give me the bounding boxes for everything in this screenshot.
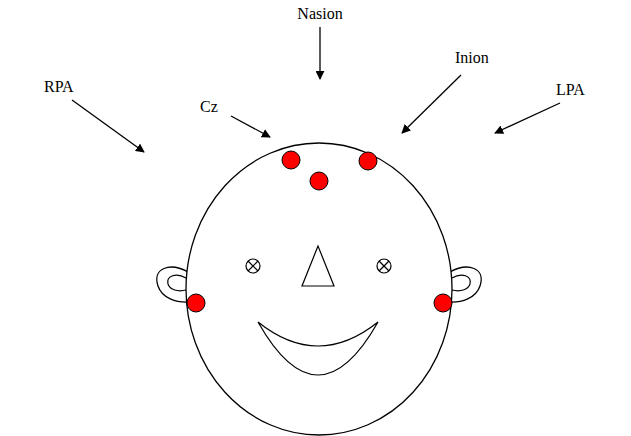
left-ear-inner: [452, 275, 470, 291]
landmark-label: Inion: [455, 48, 489, 67]
leader-arrows: [72, 27, 560, 152]
right-ear: [157, 267, 190, 302]
landmark-label: LPA: [556, 80, 585, 99]
right-ear-inner: [168, 275, 186, 291]
landmark-label: Cz: [200, 97, 218, 116]
landmark-label: RPA: [44, 77, 74, 96]
landmark-label: Nasion: [297, 4, 342, 23]
fiducial-dots: [187, 151, 452, 312]
mouth: [258, 322, 378, 375]
head-outline: [186, 143, 452, 435]
left-ear: [448, 267, 481, 302]
nose: [302, 246, 334, 286]
